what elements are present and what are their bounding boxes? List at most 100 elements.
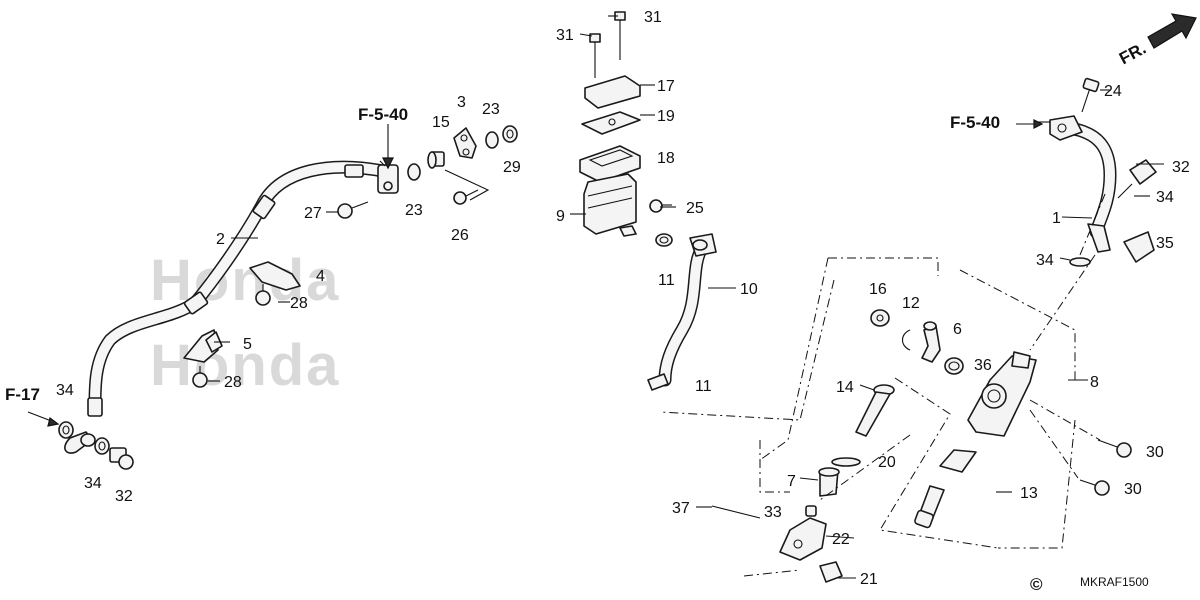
ref-arrow-f540-right: F-5-40 (950, 113, 1044, 132)
joint-22[interactable] (779, 517, 827, 561)
bolt-28-lower[interactable] (192, 366, 208, 388)
bolt-27[interactable] (337, 201, 369, 219)
washer-23-left[interactable] (407, 163, 421, 181)
sealing-washer-34-left[interactable] (58, 421, 74, 439)
callout-numbers: 1 2 3 4 5 6 7 8 9 10 11 11 12 13 14 15 1… (56, 9, 1190, 588)
callout-34-left-upper: 34 (56, 382, 74, 399)
callout-34-left-lower: 34 (84, 475, 102, 492)
callout-12: 12 (902, 295, 920, 312)
callout-8: 8 (1090, 374, 1099, 391)
bracket-35[interactable] (1123, 231, 1155, 263)
sealing-washer-34-upper-right[interactable] (1117, 183, 1133, 199)
callout-3: 3 (457, 94, 466, 111)
hose-clip-11-upper[interactable] (655, 233, 673, 247)
ref-arrow-f540-left: F-5-40 (358, 105, 408, 170)
ref-arrow-f17: F-17 (5, 385, 60, 427)
nut-33[interactable] (805, 505, 817, 517)
callout-16: 16 (869, 281, 887, 298)
ref-label-f540-right: F-5-40 (950, 113, 1000, 132)
nut-29[interactable] (502, 125, 518, 143)
callout-14: 14 (836, 379, 854, 396)
ref-label-f540-left: F-5-40 (358, 105, 408, 124)
callout-4: 4 (316, 268, 325, 285)
callout-27: 27 (304, 205, 322, 222)
leader-bolt-26 (444, 169, 490, 201)
callout-32-left: 32 (115, 488, 133, 505)
washer-16[interactable] (870, 309, 890, 327)
push-rod-14[interactable] (855, 384, 895, 437)
callout-5: 5 (243, 336, 252, 353)
bolt-30-upper[interactable] (1097, 439, 1132, 458)
callout-31-right: 31 (644, 9, 662, 26)
callout-15: 15 (432, 114, 450, 131)
bolt-26[interactable] (453, 189, 479, 205)
callout-37: 37 (672, 500, 690, 517)
banjo-bolt-32-right[interactable] (1129, 159, 1157, 185)
brake-hose-2[interactable] (87, 160, 395, 417)
joint-6[interactable] (921, 321, 941, 363)
sealing-washer-34-lower-right[interactable] (1069, 257, 1091, 267)
bolt-25[interactable] (649, 199, 672, 213)
sealing-washer-34-lower[interactable] (94, 437, 110, 455)
brake-hose-1[interactable] (1049, 115, 1117, 253)
pin-21[interactable] (819, 561, 843, 583)
piston-kit-13[interactable] (914, 449, 977, 529)
group-bracket-lines (659, 193, 1106, 577)
boot-20[interactable] (831, 457, 861, 467)
callout-18: 18 (657, 150, 675, 167)
reservoir-hose-10[interactable] (658, 233, 717, 387)
diaphragm-18[interactable] (579, 145, 641, 183)
callout-28-upper: 28 (290, 295, 308, 312)
hose-clip-11-lower[interactable] (647, 373, 669, 391)
callout-21: 21 (860, 571, 878, 588)
callout-7: 7 (787, 473, 796, 490)
bolt-31-right[interactable] (614, 11, 626, 60)
pin-37[interactable] (711, 505, 761, 519)
callout-11-upper: 11 (658, 272, 675, 289)
callout-2: 2 (216, 231, 225, 248)
bolt-30-lower[interactable] (1079, 479, 1110, 496)
plate-19[interactable] (581, 111, 641, 135)
banjo-end-left[interactable] (64, 431, 96, 454)
reservoir-cap-17[interactable] (584, 75, 641, 109)
callout-23-right: 23 (482, 101, 500, 118)
callout-19: 19 (657, 108, 675, 125)
callout-24: 24 (1104, 83, 1122, 100)
bolt-24[interactable] (1081, 77, 1100, 113)
callout-36: 36 (974, 357, 992, 374)
bolt-15[interactable] (427, 151, 445, 169)
callout-33: 33 (764, 504, 782, 521)
callout-34-right-lower: 34 (1036, 252, 1054, 269)
o-ring-36[interactable] (944, 357, 964, 375)
callout-10: 10 (740, 281, 758, 298)
bolt-28-upper[interactable] (255, 284, 271, 306)
callout-30-lower: 30 (1124, 481, 1142, 498)
callout-22: 22 (832, 531, 850, 548)
washer-23-right[interactable] (485, 131, 499, 149)
callout-28-lower: 28 (224, 374, 242, 391)
callout-29: 29 (503, 159, 521, 176)
callout-11-lower: 11 (695, 378, 712, 395)
copyright-mark: © (1030, 575, 1043, 594)
front-direction-label: FR. (1116, 39, 1149, 69)
hose-clamp-4[interactable] (249, 261, 301, 291)
banjo-bolt-32-left[interactable] (109, 447, 134, 470)
callout-9: 9 (556, 208, 565, 225)
callout-30-upper: 30 (1146, 444, 1164, 461)
drawing-code: MKRAF1500 (1080, 575, 1149, 589)
callout-25: 25 (686, 200, 704, 217)
watermark-text: Honda (150, 248, 340, 313)
callout-31-left: 31 (556, 27, 574, 44)
master-cylinder-body-8[interactable] (967, 351, 1037, 437)
callout-34-right-upper: 34 (1156, 189, 1174, 206)
watermark-text-2: Honda (150, 333, 340, 398)
callout-26: 26 (451, 227, 469, 244)
reservoir-9[interactable] (583, 173, 637, 237)
circlip-12[interactable] (901, 329, 911, 351)
nut-7[interactable] (818, 467, 840, 497)
ref-label-f17: F-17 (5, 385, 40, 404)
bolt-31-left[interactable] (589, 33, 601, 78)
bracket-3[interactable] (453, 127, 477, 159)
callout-35: 35 (1156, 235, 1174, 252)
